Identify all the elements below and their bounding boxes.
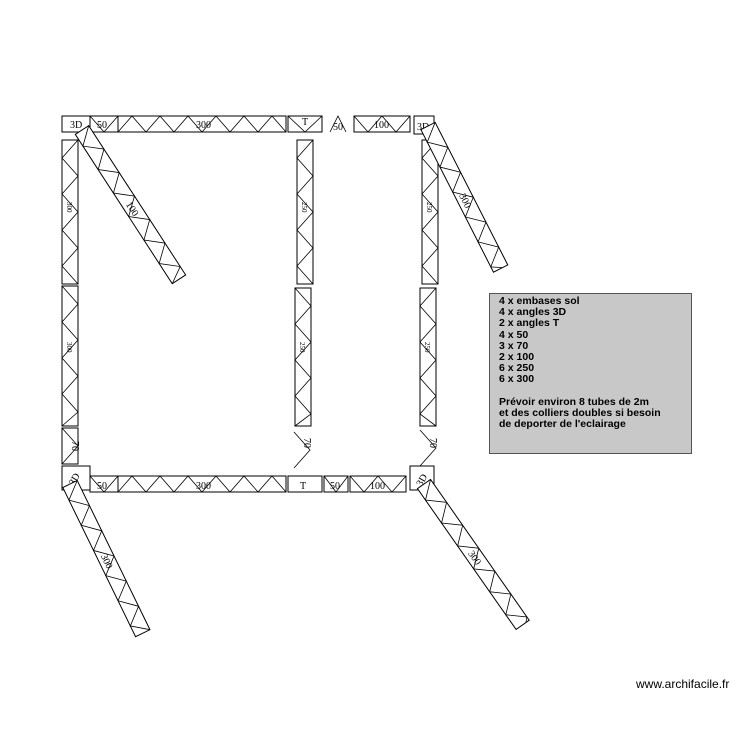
legend-line: 4 x 50 [499, 328, 529, 341]
svg-text:100: 100 [370, 481, 385, 492]
bottom-truss-50-right: 50 [323, 475, 349, 493]
svg-text:250: 250 [425, 202, 433, 213]
bottom-angle-t: T [287, 475, 323, 493]
top-truss-100-right: 100 [353, 115, 411, 133]
legend-line: 6 x 300 [499, 373, 535, 386]
legend-line: 4 x embases sol [499, 295, 580, 307]
svg-text:50: 50 [97, 481, 107, 492]
svg-text:250: 250 [300, 202, 308, 213]
svg-text:70: 70 [69, 441, 80, 451]
legend-line: 3 x 70 [499, 339, 529, 352]
diagonal-truss-300-top-right: 300 [420, 121, 509, 273]
svg-text:250: 250 [298, 342, 306, 353]
svg-text:50: 50 [97, 120, 107, 131]
svg-text:300: 300 [65, 342, 73, 353]
bottom-truss-50-left: 50 [89, 475, 119, 493]
right-truss-70: 70 [419, 429, 438, 467]
site-credit: www.archifacile.fr [636, 677, 730, 691]
legend-spacer [499, 386, 691, 397]
left-truss-300-lower: 300 [61, 285, 79, 427]
top-angle-t: T [287, 115, 323, 133]
left-truss-300-upper: 300 [61, 139, 79, 285]
svg-text:3D: 3D [70, 120, 82, 131]
svg-text:T: T [302, 117, 308, 128]
svg-text:300: 300 [196, 120, 211, 131]
svg-text:3D: 3D [417, 122, 429, 133]
svg-text:300: 300 [196, 481, 211, 492]
legend-line: 6 x 250 [499, 362, 535, 375]
legend-note-line: de deporter de l'eclairage [499, 418, 626, 431]
bottom-truss-100-right: 100 [349, 475, 407, 493]
legend-line: 2 x angles T [499, 317, 560, 330]
svg-text:250: 250 [423, 342, 431, 353]
legend-line: 2 x 100 [499, 351, 535, 364]
middle-truss-250-lower: 250 [294, 287, 312, 427]
materials-legend: 4 x embases sol 4 x angles 3D 2 x angles… [489, 293, 692, 454]
right-truss-250-lower: 250 [419, 287, 437, 427]
svg-text:T: T [300, 481, 306, 492]
middle-truss-70: 70 [293, 431, 312, 469]
svg-text:70: 70 [301, 438, 312, 448]
legend-line: 4 x angles 3D [499, 306, 567, 319]
bottom-truss-300-left: 300 [117, 475, 287, 493]
diagonal-truss-300-bottom-left: 300 [62, 479, 151, 638]
svg-text:50: 50 [330, 481, 340, 492]
middle-truss-250-upper: 250 [296, 139, 314, 285]
top-truss-50-right: 50 [329, 115, 347, 133]
left-truss-70: 70 [61, 427, 80, 465]
right-truss-250-upper: 250 [421, 139, 439, 285]
svg-text:300: 300 [65, 202, 73, 213]
top-truss-300-left: 300 [117, 115, 287, 133]
legend-note-line: et des colliers doubles si besoin [499, 406, 661, 419]
diagonal-truss-300-bottom-right: 300 [416, 478, 530, 631]
svg-text:100: 100 [374, 120, 389, 131]
svg-text:50: 50 [333, 122, 343, 133]
svg-text:70: 70 [427, 438, 438, 448]
legend-note-line: Prévoir environ 8 tubes de 2m [499, 395, 649, 408]
diagonal-truss-100-top-left: 100 [74, 124, 187, 285]
top-truss-50-left: 50 [89, 115, 119, 133]
